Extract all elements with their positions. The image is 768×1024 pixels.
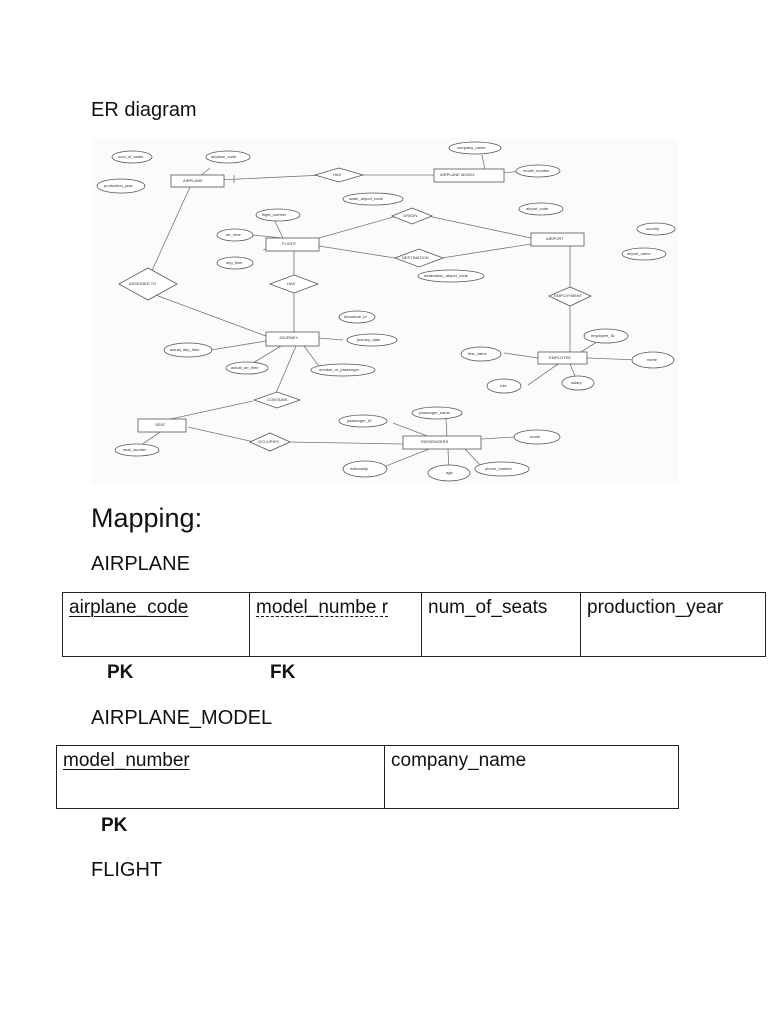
svg-text:ASSIGNED TO: ASSIGNED TO [129, 281, 156, 286]
svg-text:country: country [646, 226, 659, 231]
svg-text:PASSENGERS: PASSENGERS [421, 439, 449, 444]
svg-text:arr_time: arr_time [226, 232, 241, 237]
svg-text:company_name: company_name [457, 145, 486, 150]
svg-text:OCCUPIES: OCCUPIES [258, 439, 279, 444]
svg-text:destination_airport_code: destination_airport_code [424, 273, 469, 278]
table-cell: model_number [56, 745, 385, 809]
svg-text:JOURNEY: JOURNEY [279, 335, 298, 340]
svg-text:nationality: nationality [350, 466, 368, 471]
svg-text:number_of_passenger: number_of_passenger [319, 367, 360, 372]
svg-text:flight_number: flight_number [262, 212, 287, 217]
svg-text:actual_dep_time: actual_dep_time [170, 347, 200, 352]
er-relationships: HAS ORIGIN DESTINATION HAS ASSIGNED TO E… [118, 167, 592, 452]
svg-text:scale_airport_code: scale_airport_code [349, 196, 384, 201]
num-of-seats-column: num_of_seats [428, 597, 548, 618]
svg-text:SEAT: SEAT [155, 422, 166, 427]
svg-text:departure_id: departure_id [344, 314, 366, 319]
foreign-key-marker: FK [270, 662, 296, 683]
svg-text:first_name: first_name [468, 351, 487, 356]
model-number-column: model_numbe r [256, 597, 389, 618]
mapping-heading: Mapping: [91, 503, 203, 533]
svg-text:CONTAINS: CONTAINS [267, 397, 288, 402]
company-name-column: company_name [391, 750, 527, 771]
svg-text:production_year: production_year [104, 183, 133, 188]
svg-text:HAS: HAS [333, 172, 342, 177]
primary-key-marker: PK [107, 662, 134, 683]
svg-text:num_of_seats: num_of_seats [118, 154, 143, 159]
er-diagram-image: num_of_seats airplane_code production_ye… [91, 138, 678, 485]
svg-text:seat_number: seat_number [123, 447, 147, 452]
er-attributes: num_of_seats airplane_code production_ye… [96, 141, 676, 482]
svg-text:AIRPORT: AIRPORT [546, 236, 564, 241]
airplane-code-column: airplane_code [69, 597, 189, 618]
svg-text:model_number: model_number [523, 168, 550, 173]
flight-table-label: FLIGHT [91, 859, 163, 881]
table-cell: airplane_code [62, 592, 250, 657]
table-cell: model_numbe r [249, 592, 422, 657]
svg-text:passenger_ID: passenger_ID [347, 418, 372, 423]
svg-text:name: name [647, 357, 658, 362]
svg-text:salary: salary [571, 380, 582, 385]
svg-text:AIRPLANE MODEL: AIRPLANE MODEL [440, 172, 476, 177]
airplane-table-label: AIRPLANE [91, 553, 190, 575]
svg-text:DESTINATION: DESTINATION [402, 255, 429, 260]
primary-key-marker: PK [101, 815, 128, 836]
table-row: model_number company_name [56, 745, 679, 809]
table-row: airplane_code model_numbe r num_of_seats… [62, 592, 766, 657]
svg-text:ORIGIN: ORIGIN [403, 213, 417, 218]
table-cell: production_year [580, 592, 766, 657]
svg-text:FLIGHT: FLIGHT [282, 241, 297, 246]
table-cell: num_of_seats [421, 592, 581, 657]
svg-text:airport_code: airport_code [526, 206, 549, 211]
svg-text:actual_arr_time: actual_arr_time [231, 365, 259, 370]
svg-text:passenger_name: passenger_name [419, 410, 451, 415]
svg-text:employee_ID: employee_ID [591, 333, 615, 338]
svg-text:role: role [500, 383, 507, 388]
svg-text:AIRPLANE: AIRPLANE [183, 178, 203, 183]
airplane-model-table-label: AIRPLANE_MODEL [91, 707, 273, 729]
table-cell: company_name [384, 745, 679, 809]
svg-text:HAS: HAS [287, 281, 296, 286]
model-number-column: model_number [63, 750, 190, 771]
airplane-model-mapping-table: model_number company_name [56, 745, 679, 809]
svg-text:airplane_code: airplane_code [211, 154, 237, 159]
production-year-column: production_year [587, 597, 724, 618]
svg-text:phone_number: phone_number [485, 466, 513, 471]
er-entities: AIRPLANE AIRPLANE MODEL FLIGHT AIRPORT J… [137, 168, 588, 450]
svg-text:dep_time: dep_time [226, 260, 243, 265]
svg-text:email: email [530, 434, 540, 439]
svg-text:age: age [446, 470, 453, 475]
er-diagram-heading: ER diagram [91, 99, 197, 121]
airplane-mapping-table: airplane_code model_numbe r num_of_seats… [62, 592, 766, 657]
svg-text:airport_name: airport_name [627, 251, 651, 256]
svg-text:journey_date: journey_date [356, 337, 381, 342]
svg-text:EMPLOYEE: EMPLOYEE [549, 355, 571, 360]
svg-text:EMPLOYMENT: EMPLOYMENT [554, 293, 583, 298]
